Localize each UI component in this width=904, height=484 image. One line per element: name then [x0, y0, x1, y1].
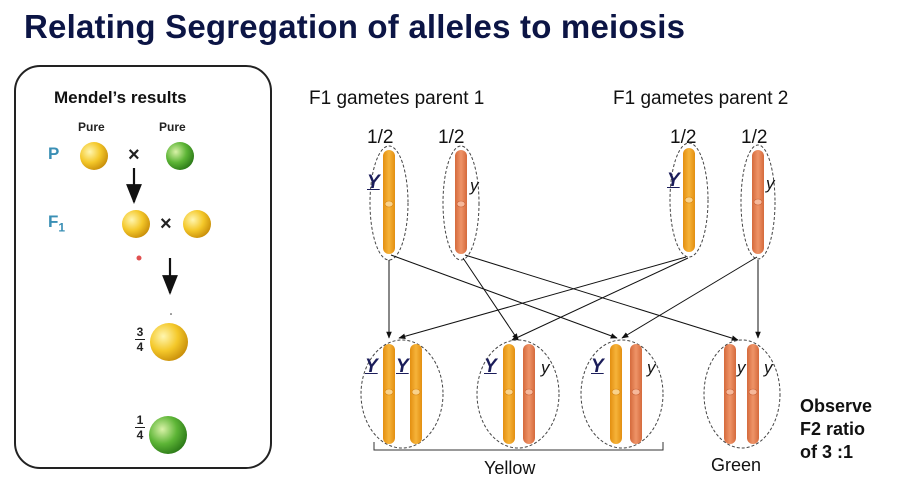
mendel-title: Mendel’s results: [54, 88, 187, 107]
cross-symbol-p: ×: [128, 144, 140, 166]
allele-recessive-label: y: [764, 358, 773, 377]
chromosome-dominant: [683, 148, 695, 252]
allele-recessive-label: y: [766, 174, 775, 193]
chromosome-recessive: [752, 150, 764, 254]
probability-label: 1/2: [367, 127, 394, 148]
generation-f1-label: F1: [48, 212, 66, 235]
chromosome-dominant: [383, 344, 395, 444]
chromosome-dominant: [610, 344, 622, 444]
allele-dominant-label: Y: [367, 172, 380, 193]
yellow-pea-icon: [150, 323, 188, 361]
chromosome-recessive: [724, 344, 736, 444]
yellow-bracket: [373, 442, 664, 451]
allele-dominant-label: Y: [484, 356, 497, 377]
allele-dominant-label: Y: [396, 356, 409, 377]
yellow-pea-icon: [122, 210, 150, 238]
parent1-heading: F1 gametes parent 1: [309, 88, 485, 109]
pure-label-left: Pure: [78, 120, 105, 134]
allele-recessive-label: y: [647, 358, 656, 377]
allele-recessive-label: y: [737, 358, 746, 377]
chromosome-dominant: [503, 344, 515, 444]
allele-recessive-label: y: [541, 358, 550, 377]
generation-p-label: P: [48, 144, 60, 163]
allele-dominant-label: Y: [591, 356, 604, 377]
probability-label: 1/2: [438, 127, 465, 148]
chromosome-recessive: [747, 344, 759, 444]
allele-recessive-label: y: [470, 176, 479, 195]
phenotype-green-label: Green: [711, 455, 762, 475]
phenotype-yellow-label: Yellow: [484, 458, 536, 478]
chromosome-dominant: [410, 344, 422, 444]
allele-dominant-label: Y: [365, 356, 378, 377]
cross-symbol-f1: ×: [160, 213, 172, 235]
yellow-pea-icon: [80, 142, 108, 170]
yellow-pea-icon: [183, 210, 211, 238]
pure-label-right: Pure: [159, 120, 186, 134]
allele-dominant-label: Y: [667, 170, 680, 191]
observe-ratio-note: Observe F2 ratio of 3 :1: [800, 396, 873, 462]
probability-label: 1/2: [741, 127, 768, 148]
chromosome-recessive: [523, 344, 535, 444]
green-pea-icon: [149, 416, 187, 454]
mendel-results-panel: [14, 65, 272, 469]
green-pea-icon: [166, 142, 194, 170]
chromosome-dominant: [383, 150, 395, 254]
red-dot-icon: [136, 255, 142, 261]
parent2-heading: F1 gametes parent 2: [613, 88, 789, 109]
slide-title: Relating Segregation of alleles to meios…: [24, 8, 686, 45]
chromosome-recessive: [455, 150, 467, 254]
chromosome-recessive: [630, 344, 642, 444]
